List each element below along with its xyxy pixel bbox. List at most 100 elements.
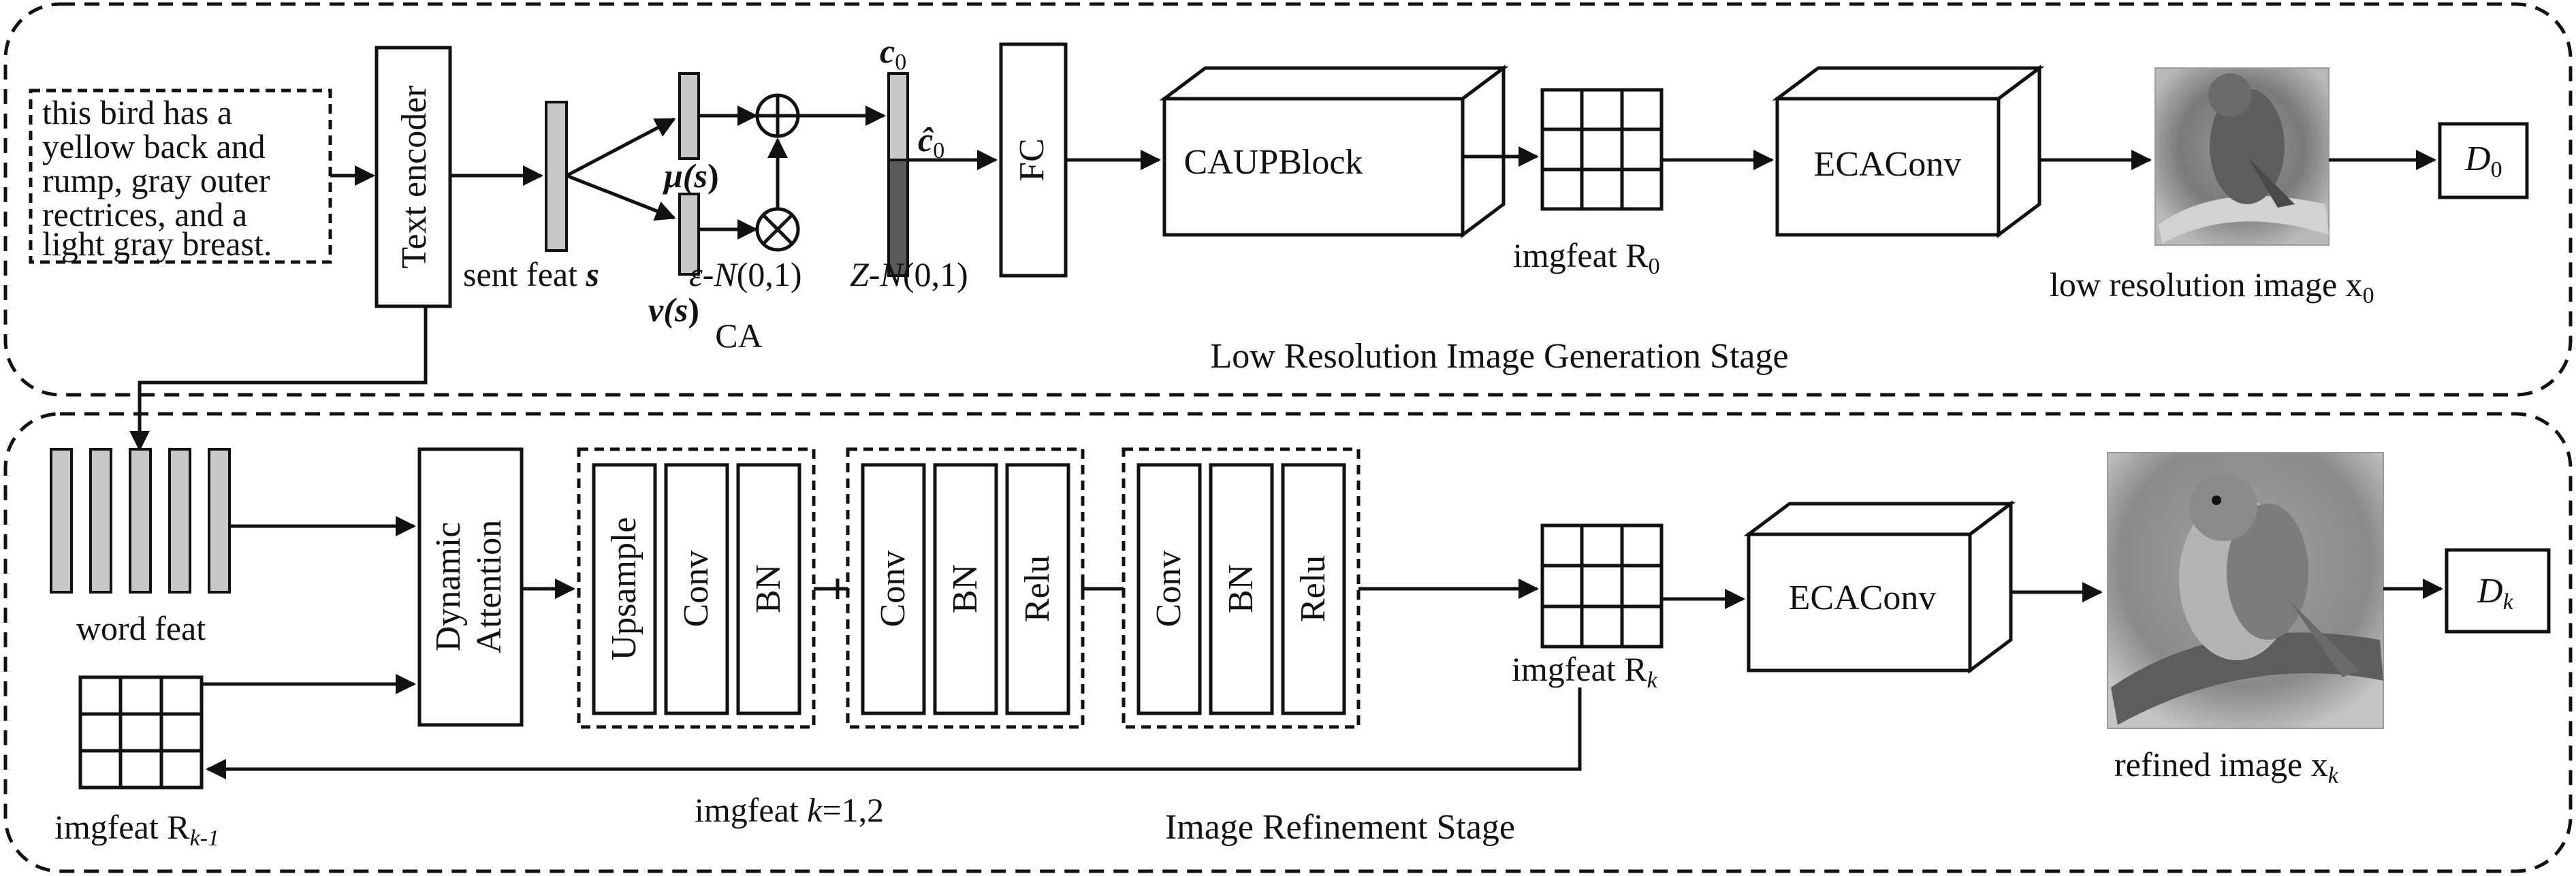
nu-bar [678,193,700,276]
epsilon-main: ε-N [689,255,738,293]
relu-block-2 [1005,463,1070,715]
mu-close: ) [707,157,719,195]
c0-bar [887,72,909,161]
refined-bird-image [2107,452,2384,729]
conv-block-3 [1136,463,1202,715]
z-main: Z-N [850,255,904,293]
c0hat-main: ĉ [918,120,934,159]
dynamic-attention-block [417,447,524,727]
ecaconv-block-1 [1772,65,2045,238]
mu-var: s [693,157,707,195]
caupblock-label: CAUPBlock [1184,143,1363,182]
ecaconv-label-1: ECAConv [1814,145,1962,184]
upsample-label: Upsample [605,517,643,661]
sent-feat-var: s [585,255,599,293]
arrow-sent-to-mu [565,117,676,178]
upsample-block [592,463,657,715]
conv-label-1: Conv [677,551,716,628]
refined-caption-sub: k [2328,763,2339,788]
mu-bar [678,72,700,160]
relu-label-2: Relu [1018,555,1057,622]
prompt-line-3: rump, gray outer [42,161,270,199]
bn-label-1: BN [749,564,788,613]
imgfeat-r0-main: imgfeat R [1513,236,1649,274]
dynamic-label: Dynamic [429,522,468,652]
bn-label-3: BN [1222,564,1260,613]
bn-block-1 [736,463,801,715]
low-res-caption-sub: 0 [2363,283,2374,308]
prompt-line-1: this bird has a [42,93,232,131]
imgfeat-r0-label: imgfeat R0 [1513,236,1660,279]
d0-label: D0 [2464,140,2502,182]
z-label: Z-N(0,1) [850,255,968,293]
attention-label: Attention [470,520,509,653]
sentence-feature-bar [545,101,568,252]
nu-label: ν(s) [648,291,699,329]
low-res-caption-main: low resolution image x [2050,265,2363,304]
dk-sub: k [2503,589,2514,615]
nu-var: s [674,291,688,329]
conv-label-3: Conv [1149,551,1188,628]
imgfeat-k-b: k [807,791,823,829]
refinement-stage-frame [3,412,2573,873]
caupblock-block [1159,65,1509,238]
conv-block-1 [664,463,729,715]
prompt-text: this bird has a yellow back and rump, gr… [42,93,279,263]
z-noise-bar [887,159,909,277]
dk-main: D [2477,572,2503,611]
c0hat-sub: 0 [933,138,944,163]
conv-label-2: Conv [874,551,912,628]
imgfeat-rk1-label: imgfeat Rk-1 [54,808,219,851]
d0-sub: 0 [2491,157,2502,182]
c0hat-label: ĉ0 [918,120,944,163]
arrow-encoder-to-word-feat [129,306,428,451]
imgfeat-rk-grid [1540,523,1664,649]
conv-block-2 [861,463,926,715]
d0-block [2438,122,2529,199]
low-res-stage-frame [3,2,2573,397]
prompt-line-2: yellow back and [42,127,266,165]
dk-label: Dk [2477,572,2514,615]
imgfeat-k-a: imgfeat [695,791,807,829]
imgfeat-rk1-grid [78,675,204,790]
low-res-caption: low resolution image x0 [2050,265,2374,308]
bn-block-3 [1209,463,1274,715]
imgfeat-k-c: =1,2 [822,791,884,829]
conv-bn-relu-group-1 [846,447,1085,729]
z-args: (0,1) [903,255,968,293]
mu-main: μ( [662,157,697,195]
sent-feat-label: sent feat s [463,255,599,293]
product-operator [755,207,800,252]
prompt-line-4: rectrices, and a [42,195,247,233]
relu-block-3 [1281,463,1346,715]
imgfeat-r0-sub: 0 [1649,254,1660,279]
epsilon-args: (0,1) [737,255,802,293]
mu-label: μ(s) [662,157,719,195]
d0-main: D [2464,140,2491,178]
nu-close: ) [688,291,699,329]
imgfeat-rk1-main: imgfeat R [54,808,190,846]
stage2-title: Image Refinement Stage [1165,808,1515,847]
refined-caption-main: refined image x [2114,745,2328,783]
relu-label-3: Relu [1294,555,1333,622]
bn-block-2 [933,463,998,715]
epsilon-label: ε-N(0,1) [689,255,802,293]
c0-sub: 0 [895,50,906,75]
word-feature-bars [50,448,231,594]
nu-main: ν( [648,291,677,329]
imgfeat-k-label: imgfeat k=1,2 [695,791,884,829]
ecaconv-label-2: ECAConv [1789,579,1937,617]
upsample-group [577,447,816,729]
ca-label: CA [715,317,762,355]
sent-feat-text: sent feat [463,255,586,293]
word-feat-label: word feat [76,609,206,647]
imgfeat-rk-sub: k [1647,668,1658,693]
imgfeat-r0-grid [1540,88,1664,211]
sum-operator [755,93,800,138]
bn-label-2: BN [946,564,985,613]
refined-caption: refined image xk [2114,745,2339,788]
dk-block [2445,548,2551,634]
low-res-bird-image [2154,67,2329,246]
stage1-title: Low Resolution Image Generation Stage [1210,337,1788,376]
